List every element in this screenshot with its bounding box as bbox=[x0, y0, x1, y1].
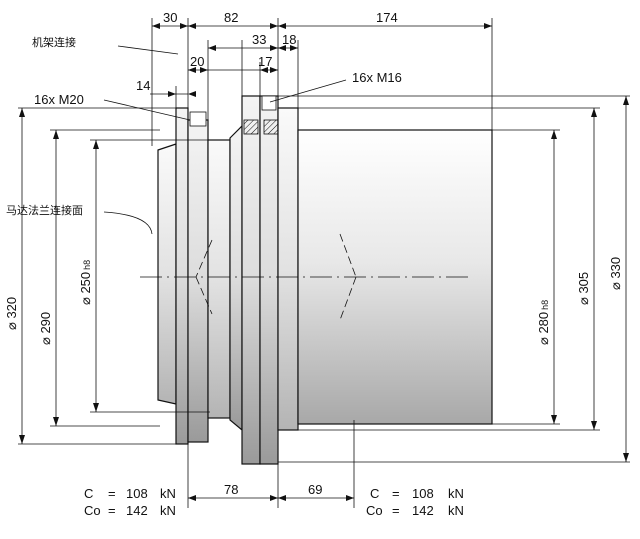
dim-17: 17 bbox=[258, 54, 272, 69]
output-flange-ring bbox=[259, 95, 279, 465]
load-right-c-eq: = bbox=[392, 486, 400, 501]
dim-78: 78 bbox=[224, 482, 238, 497]
load-left-co-value: 142 bbox=[126, 503, 148, 518]
bearing-housing bbox=[229, 124, 243, 432]
label-bolts-m20: 16x M20 bbox=[34, 92, 84, 107]
extension-lines bbox=[18, 18, 630, 508]
dim-14: 14 bbox=[136, 78, 150, 93]
bolt-flange-m16 bbox=[241, 95, 261, 465]
load-left-co-label: Co bbox=[84, 503, 101, 518]
dia-280-tolerance: h8 bbox=[540, 300, 550, 310]
dim-69: 69 bbox=[308, 482, 322, 497]
load-right-c-unit: kN bbox=[448, 486, 464, 501]
load-left-c-unit: kN bbox=[160, 486, 176, 501]
arrowheads bbox=[19, 23, 629, 501]
output-step bbox=[277, 107, 299, 431]
load-left-c-eq: = bbox=[108, 486, 116, 501]
frame-flange-left bbox=[175, 107, 189, 445]
load-right-c-value: 108 bbox=[412, 486, 434, 501]
load-right-co-value: 142 bbox=[412, 503, 434, 518]
load-ratings-right: C = 108 kN Co = 142 kN bbox=[366, 486, 464, 518]
bolt-section-m16-a bbox=[243, 119, 259, 135]
dia-320: ⌀ 320 bbox=[4, 297, 19, 330]
bolt-head-m16 bbox=[261, 95, 277, 111]
label-frame-connection: 机架连接 bbox=[32, 35, 76, 49]
load-right-co-eq: = bbox=[392, 503, 400, 518]
load-right-co-label: Co bbox=[366, 503, 383, 518]
dia-280: ⌀ 280h8 bbox=[536, 300, 551, 345]
dim-82: 82 bbox=[224, 10, 238, 25]
dim-18: 18 bbox=[282, 32, 296, 47]
label-motor-flange-face: 马达法兰连接面 bbox=[6, 203, 83, 217]
callout-labels: 机架连接 16x M20 16x M16 马达法兰连接面 bbox=[6, 35, 402, 217]
leader-lines bbox=[103, 45, 347, 235]
diameter-labels: ⌀ 320 ⌀ 290 ⌀ 250h8 ⌀ 280h8 ⌀ 305 ⌀ 330 bbox=[4, 257, 623, 345]
load-left-co-unit: kN bbox=[160, 503, 176, 518]
bearing-marks bbox=[195, 233, 357, 321]
dia-330: ⌀ 330 bbox=[608, 257, 623, 290]
dia-305: ⌀ 305 bbox=[576, 272, 591, 305]
dia-250: ⌀ 250h8 bbox=[78, 260, 93, 305]
dia-290: ⌀ 290 bbox=[38, 312, 53, 345]
load-right-co-unit: kN bbox=[448, 503, 464, 518]
dimension-labels: 30 82 174 33 18 20 17 14 78 69 bbox=[136, 10, 398, 497]
dim-33: 33 bbox=[252, 32, 266, 47]
load-left-co-eq: = bbox=[108, 503, 116, 518]
dia-250-tolerance: h8 bbox=[82, 260, 92, 270]
load-right-c-label: C bbox=[370, 486, 379, 501]
load-ratings-left: C = 108 kN Co = 142 kN bbox=[84, 486, 176, 518]
dim-30: 30 bbox=[163, 10, 177, 25]
flange-step bbox=[207, 139, 231, 419]
load-left-c-value: 108 bbox=[126, 486, 148, 501]
dim-174: 174 bbox=[376, 10, 398, 25]
label-bolts-m16: 16x M16 bbox=[352, 70, 402, 85]
bolt-head-m20 bbox=[189, 111, 207, 127]
bolt-section-m16-b bbox=[263, 119, 279, 135]
motor-flange-hub bbox=[157, 143, 177, 405]
load-left-c-label: C bbox=[84, 486, 93, 501]
dim-20: 20 bbox=[190, 54, 204, 69]
gearbox-body bbox=[157, 95, 493, 465]
